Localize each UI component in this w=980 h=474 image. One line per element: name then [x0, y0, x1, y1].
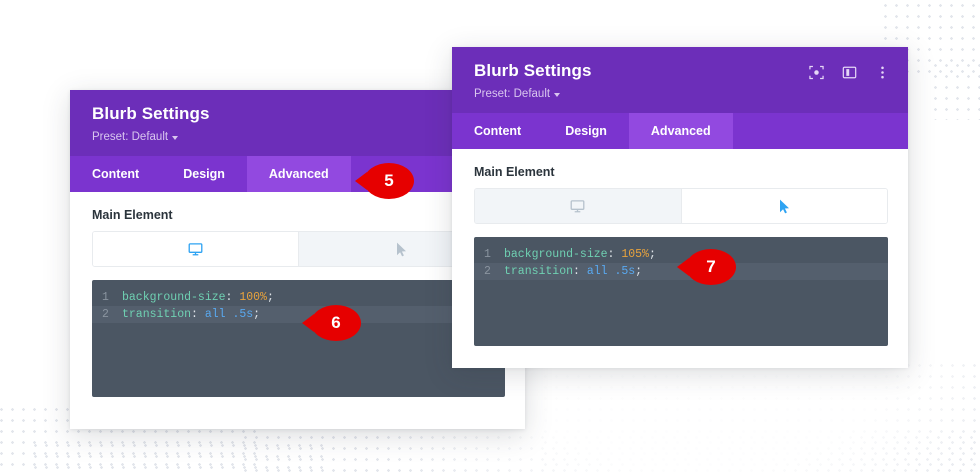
code-token: :: [191, 308, 205, 321]
code-token: ;: [253, 308, 261, 321]
code-token: :: [573, 265, 587, 278]
line-number: 2: [102, 308, 109, 321]
panel-body: Main Element: [70, 192, 525, 419]
code-line-text: transition: all .5s;: [122, 306, 260, 323]
code-token: background-size: [504, 248, 608, 261]
callout-badge-5: 5: [355, 163, 414, 199]
panel-header-text: Blurb Settings Preset: Default: [474, 61, 592, 102]
panel-tabbar: Content Design Advanced: [452, 113, 908, 149]
code-token: :: [607, 248, 622, 261]
callout-number: 5: [384, 171, 394, 190]
section-label-main-element: Main Element: [92, 208, 173, 222]
line-number: 1: [484, 248, 491, 261]
blurb-settings-panel-front: Blurb Settings Preset: Default: [452, 47, 908, 368]
code-line: 2 transition: all .5s;: [92, 306, 505, 323]
code-token: 105%: [621, 248, 649, 261]
code-token: .5s: [232, 308, 254, 321]
tab-advanced[interactable]: Advanced: [246, 156, 351, 192]
state-tab-desktop[interactable]: [93, 232, 299, 266]
state-toggle-group: [92, 231, 505, 267]
code-editor[interactable]: 1 background-size: 105%; 2 transition: a…: [474, 237, 888, 346]
code-line-text: background-size: 105%;: [504, 246, 656, 263]
line-number: 2: [484, 265, 491, 278]
tab-design[interactable]: Design: [565, 124, 607, 138]
chevron-down-icon: [172, 136, 179, 140]
code-line-text: background-size: 100%;: [122, 289, 274, 306]
more-vertical-icon[interactable]: [875, 65, 890, 80]
cursor-icon: [396, 242, 407, 257]
desktop-icon: [570, 199, 585, 214]
code-token: all: [204, 308, 226, 321]
code-token: ;: [266, 291, 274, 304]
code-token: 100%: [239, 291, 267, 304]
preset-selector[interactable]: Preset: Default: [474, 87, 561, 101]
code-token: :: [225, 291, 240, 304]
preset-label: Preset: Default: [92, 131, 169, 143]
callout-number: 7: [706, 257, 716, 276]
panel-header: Blurb Settings Preset: Default: [452, 47, 908, 113]
panel-header: Blurb Settings Preset: Default: [70, 90, 525, 156]
state-tab-hover[interactable]: [681, 189, 887, 223]
callout-badge-6: 6: [302, 305, 361, 341]
dot-pattern-top-right-2: [930, 60, 980, 120]
code-token: transition: [122, 308, 192, 321]
callout-badge-7: 7: [677, 249, 736, 285]
panel-header-actions: [809, 65, 890, 80]
panel-tabbar: Content Design Advanced: [70, 156, 525, 192]
code-token: all: [586, 265, 608, 278]
tab-content[interactable]: Content: [92, 167, 140, 181]
code-line-text: transition: all .5s;: [504, 263, 642, 280]
callout-number: 6: [331, 313, 341, 332]
code-token: .5s: [614, 265, 636, 278]
preset-selector[interactable]: Preset: Default: [92, 130, 179, 144]
page-title: Blurb Settings: [474, 61, 592, 80]
tab-content[interactable]: Content: [474, 124, 522, 138]
tab-design[interactable]: Design: [183, 167, 225, 181]
code-token: ;: [635, 265, 643, 278]
section-label-main-element: Main Element: [474, 165, 555, 179]
state-tab-desktop[interactable]: [475, 189, 682, 223]
line-number: 1: [102, 291, 109, 304]
state-toggle-group: [474, 188, 888, 224]
blurb-settings-panel-back: Blurb Settings Preset: Default Content D…: [70, 90, 525, 429]
code-editor[interactable]: 1 background-size: 100%; 2 transition: a…: [92, 280, 505, 397]
layout-panel-icon[interactable]: [842, 65, 857, 80]
desktop-icon: [188, 242, 203, 257]
code-token: ;: [648, 248, 656, 261]
code-line: 1 background-size: 100%;: [92, 289, 505, 306]
panel-header-text: Blurb Settings Preset: Default: [92, 104, 210, 145]
focus-target-icon[interactable]: [809, 65, 824, 80]
chevron-down-icon: [554, 93, 561, 97]
code-token: background-size: [122, 291, 226, 304]
cursor-icon: [779, 199, 790, 214]
tab-advanced[interactable]: Advanced: [628, 113, 733, 149]
preset-label: Preset: Default: [474, 88, 551, 100]
code-token: transition: [504, 265, 574, 278]
page-title: Blurb Settings: [92, 104, 210, 123]
dot-pattern-right: [540, 360, 980, 474]
